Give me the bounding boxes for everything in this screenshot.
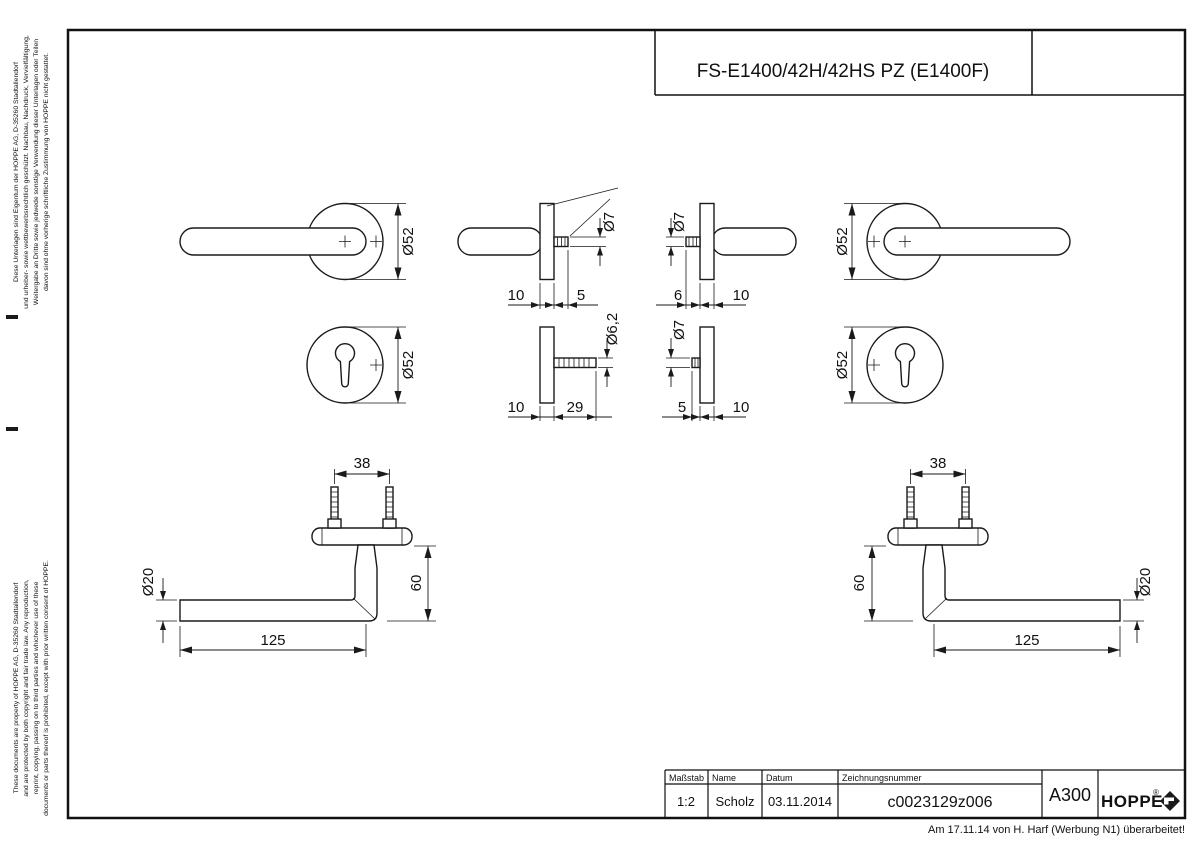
note-line: documents or parts thereof is prohibited… [43,560,50,816]
dim-rosette-dia-right-top: Ø52 [834,227,851,255]
dim-v1-screw-dia: Ø7 [601,212,618,232]
brand-name: HOPPE [1101,792,1163,811]
dim-projection-right: 60 [851,575,868,592]
dim-v3-thickness: 10 [733,287,750,304]
note-line: Diese Unterlagen sind Eigentum der HOPPE… [13,62,20,282]
side-view-key-left [508,326,613,421]
hoppe-handle-glyph-icon [1164,797,1174,805]
dim-v2-screw-length: 29 [567,399,584,416]
title-block: Maßstab Name Datum Zeichnungsnummer 1:2 … [664,769,1185,818]
dim-v4-screw-dia: Ø7 [671,320,688,340]
dim-grip-length-left: 125 [260,632,285,649]
front-view-left [180,204,406,404]
drawing-no-label: Zeichnungsnummer [842,773,922,783]
dim-rosette-dia-right-bottom: Ø52 [834,351,851,379]
note-line: reprint, copying, passing on to third pa… [33,581,40,794]
dim-v2-screw-dia: Ø6,2 [604,313,621,346]
dim-v1-protrusion: 5 [577,287,585,304]
dim-v3-protrusion: 6 [674,287,682,304]
sheet-frame [66,28,1187,820]
format-code: A300 [1049,785,1091,805]
date-label: Datum [766,773,793,783]
drawing-title: FS-E1400/42H/42HS PZ (E1400F) [697,61,990,82]
side-view-lever-right [656,202,797,309]
revision-note: Am 17.11.14 von H. Harf (Werbung N1) übe… [928,824,1185,836]
note-line: and are protected by both copyright and … [23,579,30,796]
note-line: und urheber- sowie wettbewerbsrechtlich … [23,35,30,309]
dim-rosette-dia-left-bottom: Ø52 [400,351,417,379]
note-line: Weitergabe an Dritte sowie jedwede sonst… [33,39,40,305]
scale-label: Maßstab [669,773,704,783]
side-view-lever-left [457,187,619,309]
grip-view-left [156,469,436,657]
dim-v4-protrusion: 5 [678,399,686,416]
hoppe-logo: HOPPE ® [1101,788,1180,811]
dim-v1-thickness: 10 [508,287,525,304]
side-view-key-right [662,326,746,421]
dim-grip-length-right: 125 [1014,632,1039,649]
copyright-note-english: These documents are property of HOPPE AG… [13,560,50,816]
registration-mark [6,315,18,319]
date-value: 03.11.2014 [768,794,832,809]
dim-rosette-dia-left-top: Ø52 [400,227,417,255]
registered-trademark: ® [1153,788,1159,797]
name-label: Name [712,773,736,783]
note-line: These documents are property of HOPPE AG… [13,582,20,793]
dim-grip-dia-right: Ø20 [1137,568,1154,596]
drawing-no-value: c0023129z006 [888,794,993,811]
note-line: davon sind ohne vorherige schriftliche Z… [43,53,50,291]
dim-grip-dia-left: Ø20 [140,568,157,596]
dimension-labels: Ø52 Ø52 Ø52 Ø52 10 5 Ø7 10 29 Ø6,2 6 10 … [140,212,1154,649]
dim-v3-screw-dia: Ø7 [671,212,688,232]
dim-projection-left: 60 [408,575,425,592]
scale-value: 1:2 [677,794,695,809]
front-view-right [844,204,1070,404]
name-value: Scholz [715,794,754,809]
dim-screw-spacing-left: 38 [354,455,371,472]
dim-screw-spacing-right: 38 [930,455,947,472]
dim-v4-thickness: 10 [733,399,750,416]
registration-mark [6,427,18,431]
dim-v2-thickness: 10 [508,399,525,416]
grip-view-right [864,469,1144,657]
title-box: FS-E1400/42H/42HS PZ (E1400F) [654,30,1185,96]
copyright-note-german: Diese Unterlagen sind Eigentum der HOPPE… [13,35,50,309]
